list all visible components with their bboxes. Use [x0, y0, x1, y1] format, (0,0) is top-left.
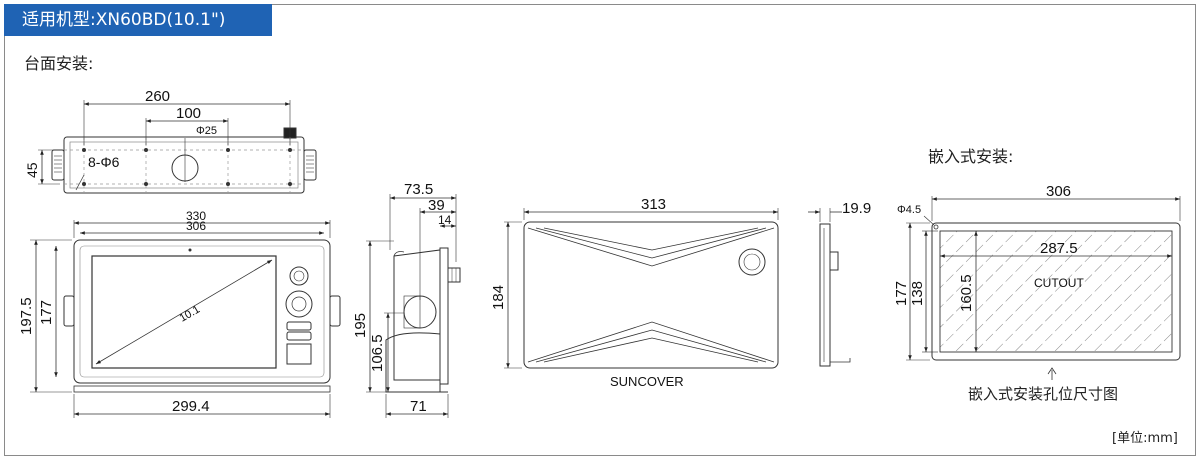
model-title: 适用机型:XN60BD(10.1") [4, 4, 272, 36]
dim-suncover-width: 313 [641, 196, 666, 213]
dim-hole-spacing: 100 [176, 105, 201, 122]
front-view [30, 220, 341, 418]
cutout-caption: 嵌入式安装孔位尺寸图 [968, 385, 1119, 403]
dim-center-hole: Φ25 [196, 125, 217, 137]
dim-cutout-inner-height: 138 [909, 281, 926, 306]
dim-cutout-hole: Φ4.5 [897, 204, 921, 216]
flush-mount-heading: 嵌入式安装: [928, 147, 1014, 166]
dim-suncover-depth: 19.9 [842, 200, 871, 217]
dim-front-height-inner: 177 [38, 300, 55, 325]
dim-cutout-outer-width: 306 [1046, 183, 1071, 200]
side-view [366, 194, 461, 418]
dim-top-height: 45 [24, 162, 40, 178]
cutout-outer [931, 222, 1181, 361]
dim-side-depth: 73.5 [404, 181, 433, 198]
drawing-frame [4, 4, 1196, 456]
dim-front-height-outer: 197.5 [18, 297, 35, 335]
dim-side-height: 195 [352, 313, 369, 338]
suncover-side [808, 208, 851, 367]
screen-size-label: 10.1 [178, 303, 203, 324]
dim-top-width: 260 [145, 88, 170, 105]
side-bezel [439, 247, 449, 385]
suncover-outline [523, 221, 779, 369]
suncover-label: SUNCOVER [610, 374, 684, 389]
front-bezel [73, 239, 331, 384]
rotary-knob-main [285, 290, 313, 318]
dim-side-base: 71 [410, 398, 427, 415]
dim-cutout-outer-height: 177 [893, 281, 910, 306]
desk-mount-heading: 台面安装: [24, 54, 94, 73]
dim-front-bottom: 299.4 [172, 398, 210, 415]
side-body [393, 249, 441, 381]
dim-front-outer: 330 [186, 209, 206, 223]
front-knob-left [63, 295, 75, 327]
suncover-side-knob [829, 251, 839, 271]
dim-front-inner: 306 [186, 219, 206, 233]
cutout-corner-hole [933, 224, 939, 230]
dim-side-base-height: 106.5 [369, 334, 386, 372]
top-knob-right [303, 149, 317, 181]
cutout-label: CUTOUT [1034, 276, 1084, 290]
unit-label: [单位:mm] [1112, 431, 1178, 446]
dim-holes: 8-Φ6 [88, 154, 120, 170]
card-slot [286, 343, 312, 365]
front-bracket-base [73, 385, 331, 393]
dim-side-39: 39 [428, 197, 445, 214]
dim-side-14: 14 [438, 213, 452, 227]
dim-cutout-cut-height: 160.5 [958, 274, 975, 312]
side-knob [447, 267, 461, 283]
button-row-2 [286, 331, 312, 341]
button-row-1 [286, 321, 312, 331]
front-screen [91, 255, 277, 369]
cutout-drawing [906, 196, 1181, 380]
cutout-hatched-area [939, 230, 1173, 353]
front-knob-right [329, 295, 341, 327]
suncover-knob-hole [738, 248, 766, 276]
suncover-front [504, 208, 779, 369]
top-knob-left [51, 149, 65, 181]
top-view [38, 100, 317, 194]
rotary-knob-top [289, 266, 309, 286]
suncover-side-profile [819, 223, 831, 367]
dim-suncover-height: 184 [490, 285, 507, 310]
dim-cutout-inner-width: 287.5 [1040, 240, 1078, 257]
